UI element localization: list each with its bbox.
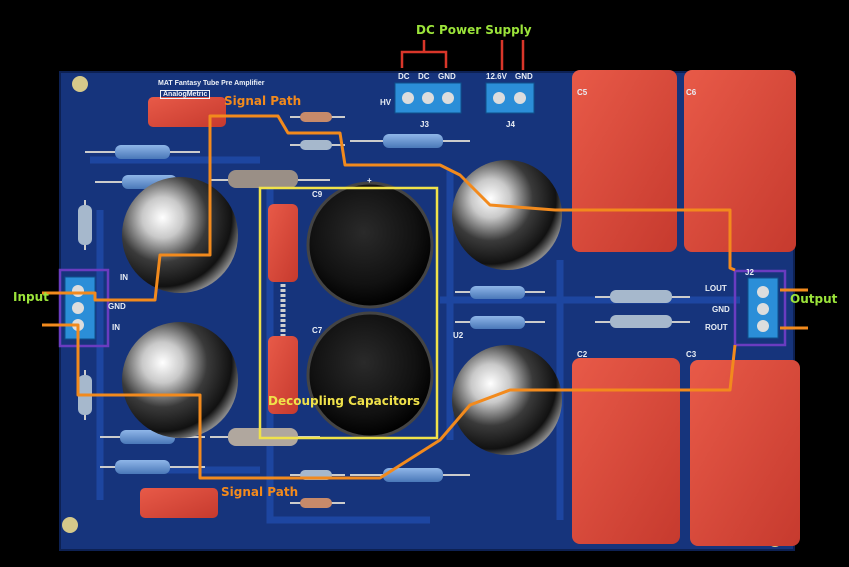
vacuum-tube <box>122 177 238 293</box>
board-brand: AnalogMetric <box>160 90 211 99</box>
resistors <box>78 112 690 508</box>
cap-label-c9: C9 <box>312 190 323 199</box>
capacitor-c3 <box>690 360 800 546</box>
cap-label-c3: C3 <box>686 350 697 359</box>
capacitor-c6 <box>684 70 796 252</box>
power-supply-label: DC Power Supply <box>416 23 532 37</box>
hv-label: HV <box>380 98 392 107</box>
j2-label: J2 <box>745 268 754 277</box>
polarity-plus: + <box>367 176 372 185</box>
output-pin-3: ROUT <box>705 323 728 332</box>
j4-pin-1: 12.6V <box>486 72 507 81</box>
screw-icon <box>757 303 769 315</box>
input-pin-1: IN <box>120 273 128 282</box>
capacitor-c9 <box>306 181 434 309</box>
screw-icon <box>514 92 526 104</box>
screw-icon <box>422 92 434 104</box>
j4-label: J4 <box>506 120 515 129</box>
capacitor-top-small <box>148 97 226 127</box>
j4-pin-2: GND <box>515 72 533 81</box>
screw-icon <box>757 320 769 332</box>
tube-label-u2: U2 <box>453 331 464 340</box>
j3-label: J3 <box>420 120 429 129</box>
input-pin-3: IN <box>112 323 120 332</box>
board-title: MAT Fantasy Tube Pre Amplifier <box>158 80 265 87</box>
screw-icon <box>493 92 505 104</box>
power-supply-wires <box>400 40 525 70</box>
cap-label-c7: C7 <box>312 326 323 335</box>
j3-pin-2: DC <box>418 72 430 81</box>
capacitor-bottom-small <box>140 488 218 518</box>
input-pin-2: GND <box>108 302 126 311</box>
vacuum-tube <box>452 160 562 270</box>
capacitor-c2 <box>572 358 680 544</box>
pcb-traces <box>90 156 740 524</box>
screw-icon <box>402 92 414 104</box>
decoupling-capacitors-label: Decoupling Capacitors <box>268 394 420 408</box>
signal-path-top-label: Signal Path <box>224 94 302 108</box>
output-pin-1: LOUT <box>705 284 727 293</box>
decoupling-highlight-box <box>258 186 439 440</box>
capacitor-decoupling-bottom <box>268 336 298 414</box>
signal-path <box>42 114 808 480</box>
output-highlight-box <box>733 269 787 347</box>
screw-icon <box>442 92 454 104</box>
j3-pin-1: DC <box>398 72 410 81</box>
output-pin-2: GND <box>712 305 730 314</box>
screw-icon <box>757 286 769 298</box>
input-label: Input <box>13 290 49 304</box>
screw-icon <box>72 285 84 297</box>
cap-label-c5: C5 <box>577 88 588 97</box>
capacitor-c7 <box>306 311 434 439</box>
cap-label-c2: C2 <box>577 350 588 359</box>
output-label: Output <box>790 292 838 306</box>
input-highlight-box <box>58 268 110 348</box>
capacitor-decoupling-top <box>268 204 298 282</box>
signal-path-bottom-label: Signal Path <box>221 485 299 499</box>
vacuum-tube <box>122 322 238 438</box>
mounting-hole <box>72 76 88 92</box>
capacitor-c5 <box>572 70 677 252</box>
j3-pin-3: GND <box>438 72 456 81</box>
screw-icon <box>72 302 84 314</box>
vacuum-tube <box>452 345 562 455</box>
cap-label-c6: C6 <box>686 88 697 97</box>
mounting-hole <box>62 517 78 533</box>
